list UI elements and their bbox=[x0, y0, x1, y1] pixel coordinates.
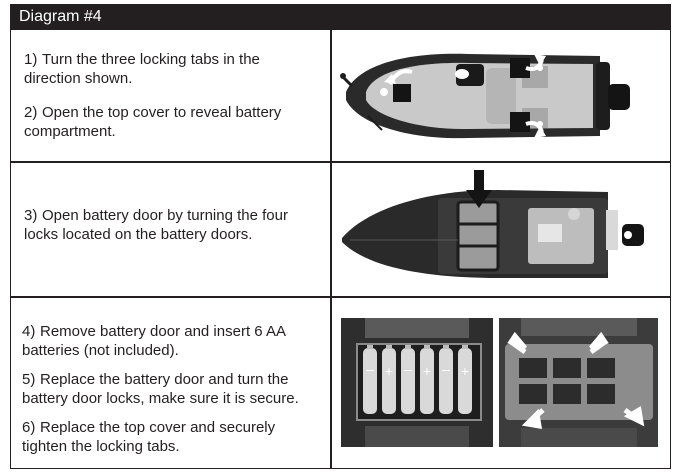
battery-terminal bbox=[405, 345, 411, 349]
battery-terminal bbox=[443, 345, 449, 349]
step-2: 2)Open the top cover to reveal battery c… bbox=[24, 103, 281, 141]
battery-terminal bbox=[386, 345, 392, 349]
battery-install-photo: –+–+–+ bbox=[341, 318, 658, 447]
column-divider bbox=[330, 30, 332, 469]
aa-battery bbox=[420, 348, 434, 414]
step-6-number: 6) bbox=[22, 419, 36, 436]
aa-battery bbox=[401, 348, 415, 414]
boat-top-cover-illustration bbox=[340, 53, 630, 139]
step-2-number: 2) bbox=[24, 104, 38, 121]
battery-terminal bbox=[424, 345, 430, 349]
battery-terminal bbox=[367, 345, 373, 349]
battery-compartment-illustration bbox=[342, 170, 644, 278]
step-1: 1)Turn the three locking tabs in the dir… bbox=[24, 50, 260, 88]
aa-battery bbox=[363, 348, 377, 414]
step-3-text: Open battery door by turning the four lo… bbox=[24, 207, 288, 243]
step-6: 6)Replace the top cover and securely tig… bbox=[22, 418, 275, 456]
step-5-number: 5) bbox=[22, 371, 36, 388]
step-1-text: Turn the three locking tabs in the direc… bbox=[24, 51, 260, 87]
battery-polarity-sign: – bbox=[442, 361, 450, 377]
table-frame bbox=[10, 30, 671, 469]
step-2-text: Open the top cover to reveal battery com… bbox=[24, 104, 282, 140]
row-divider-1 bbox=[10, 161, 671, 163]
step-4-number: 4) bbox=[22, 323, 36, 340]
aa-battery bbox=[382, 348, 396, 414]
step-5: 5)Replace the battery door and turn the … bbox=[22, 370, 299, 408]
aa-battery bbox=[439, 348, 453, 414]
step-3-number: 3) bbox=[24, 207, 38, 224]
battery-polarity-sign: + bbox=[461, 363, 469, 379]
battery-terminal bbox=[462, 345, 468, 349]
step-4: 4)Remove battery door and insert 6 AA ba… bbox=[22, 322, 286, 360]
step-5-text: Replace the battery door and turn the ba… bbox=[22, 371, 299, 407]
step-1-number: 1) bbox=[24, 51, 38, 68]
battery-polarity-sign: + bbox=[385, 363, 393, 379]
battery-polarity-sign: + bbox=[423, 363, 431, 379]
row-divider-2 bbox=[10, 296, 671, 298]
battery-polarity-sign: – bbox=[404, 361, 412, 377]
page-title: Diagram #4 bbox=[19, 8, 102, 25]
title-bar: Diagram #4 bbox=[10, 4, 671, 30]
step-6-text: Replace the top cover and securely tight… bbox=[22, 419, 276, 455]
step-4-text: Remove battery door and insert 6 AA batt… bbox=[22, 323, 286, 359]
battery-polarity-sign: – bbox=[366, 361, 374, 377]
aa-battery bbox=[458, 348, 472, 414]
step-3: 3)Open battery door by turning the four … bbox=[24, 206, 288, 244]
